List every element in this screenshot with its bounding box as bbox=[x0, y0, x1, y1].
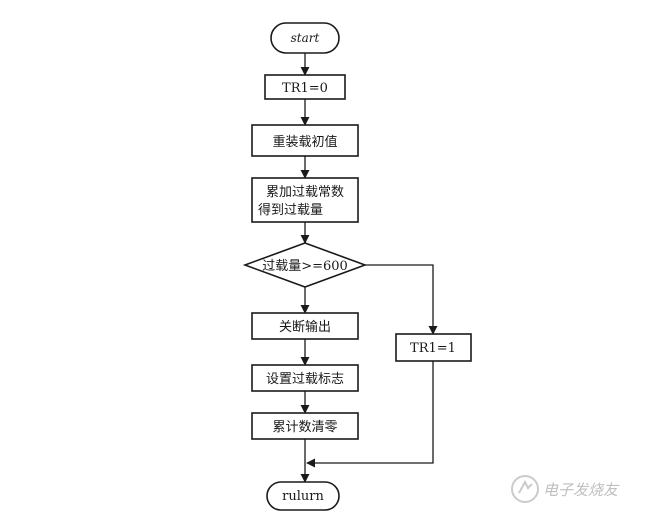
accumulate-label-line2: 得到过载量 bbox=[258, 202, 323, 218]
accumulate-process: 累加过载常数 得到过载量 bbox=[251, 177, 359, 223]
set-flag-label: 设置过载标志 bbox=[266, 372, 344, 387]
arrow-decision-to-tr1one bbox=[365, 264, 438, 335]
start-terminal: start bbox=[270, 22, 340, 54]
tr1-zero-label: TR1=0 bbox=[282, 81, 328, 96]
set-flag-process: 设置过载标志 bbox=[251, 364, 359, 392]
return-label: rulurn bbox=[282, 489, 324, 504]
tr1-zero-process: TR1=0 bbox=[264, 74, 346, 100]
shutdown-output-label: 关断输出 bbox=[279, 319, 331, 335]
start-label: start bbox=[291, 31, 320, 45]
reload-initial-process: 重装载初值 bbox=[251, 124, 359, 157]
decision-label: 过载量>=600 bbox=[262, 259, 348, 274]
watermark-text: 电子发烧友 bbox=[543, 481, 620, 499]
watermark-logo-icon bbox=[511, 475, 539, 503]
tr1-one-process: TR1=1 bbox=[395, 333, 472, 362]
clear-count-label: 累计数清零 bbox=[272, 420, 337, 435]
return-terminal: rulurn bbox=[266, 481, 340, 511]
reload-initial-label: 重装载初值 bbox=[272, 134, 337, 150]
shutdown-output-process: 关断输出 bbox=[251, 312, 359, 340]
arrow-tr1one-merge bbox=[306, 361, 434, 468]
clear-count-process: 累计数清零 bbox=[251, 412, 359, 440]
accumulate-label-line1: 累加过载常数 bbox=[266, 185, 344, 200]
watermark-logo-mark bbox=[518, 479, 533, 494]
watermark: 电子发烧友 bbox=[511, 475, 620, 503]
overload-decision: 过载量>=600 bbox=[242, 242, 368, 288]
tr1-one-label: TR1=1 bbox=[410, 341, 456, 356]
